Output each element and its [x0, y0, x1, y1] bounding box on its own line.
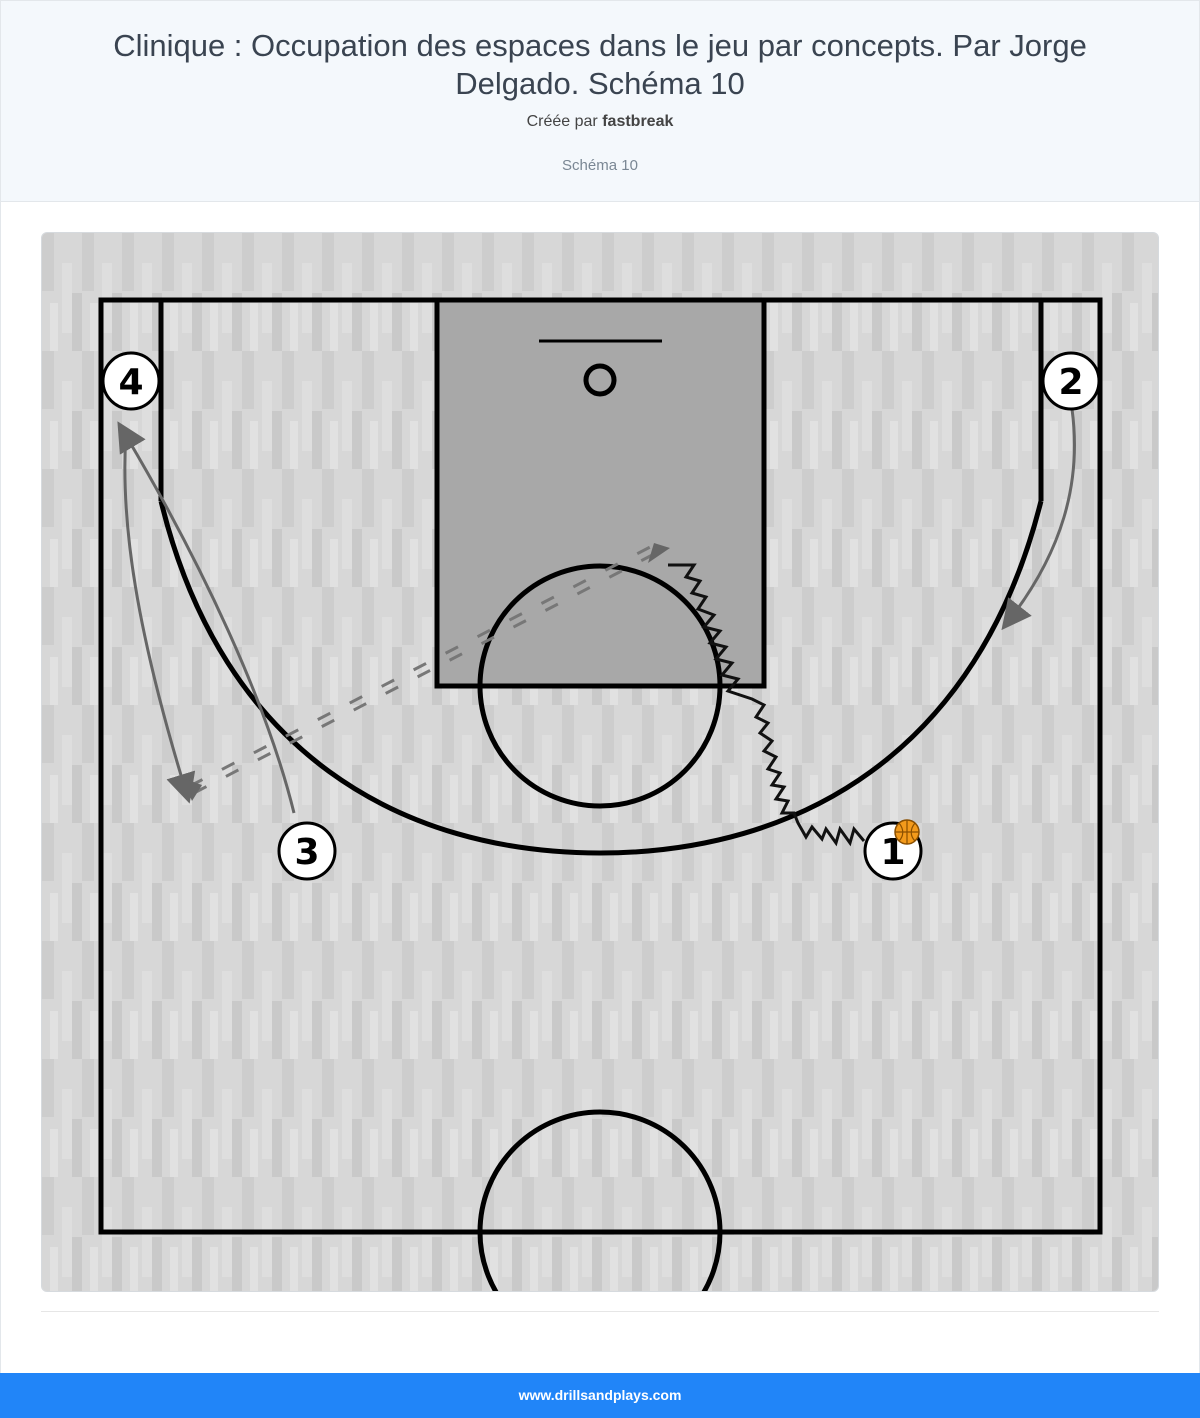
dribble-path: [668, 563, 866, 847]
pass-line-b: [189, 542, 657, 788]
player-4[interactable]: 4: [101, 351, 161, 411]
basketball-icon: [894, 819, 920, 845]
player-2-label: 2: [1058, 362, 1083, 403]
page-title: Clinique : Occupation des espaces dans l…: [113, 28, 1087, 101]
cut-arrow-4: [123, 432, 196, 804]
section-divider: [41, 1311, 1159, 1312]
author-name[interactable]: fastbreak: [602, 113, 674, 130]
pass-line-a: [193, 549, 661, 795]
player-3[interactable]: 3: [277, 821, 337, 881]
three-point-arc: [158, 500, 1044, 856]
center-circle: [477, 1109, 723, 1291]
cut-arrow-2: [1001, 408, 1076, 631]
free-throw-circle: [477, 563, 723, 809]
created-by-prefix: Créée par: [526, 113, 598, 130]
player-2[interactable]: 2: [1041, 351, 1101, 411]
footer-link[interactable]: www.drillsandplays.com: [518, 1387, 682, 1403]
author-byline: Créée par fastbreak: [1, 113, 1199, 131]
court-diagram: 4 2 3 1: [41, 232, 1159, 1292]
cut-arrow-3: [117, 421, 296, 814]
player-3-label: 3: [294, 832, 319, 873]
site-footer: www.drillsandplays.com: [0, 1373, 1200, 1418]
paint-area: [434, 297, 767, 689]
court-svg: 4 2 3 1: [42, 233, 1158, 1291]
diagram-subtitle: Schéma 10: [562, 157, 638, 174]
page-header: Clinique : Occupation des espaces dans l…: [0, 0, 1200, 202]
pass-arrowhead-wing: [182, 778, 202, 801]
player-4-label: 4: [118, 362, 143, 403]
basket-rim: [583, 363, 617, 397]
pass-arrowhead-top: [648, 543, 670, 563]
